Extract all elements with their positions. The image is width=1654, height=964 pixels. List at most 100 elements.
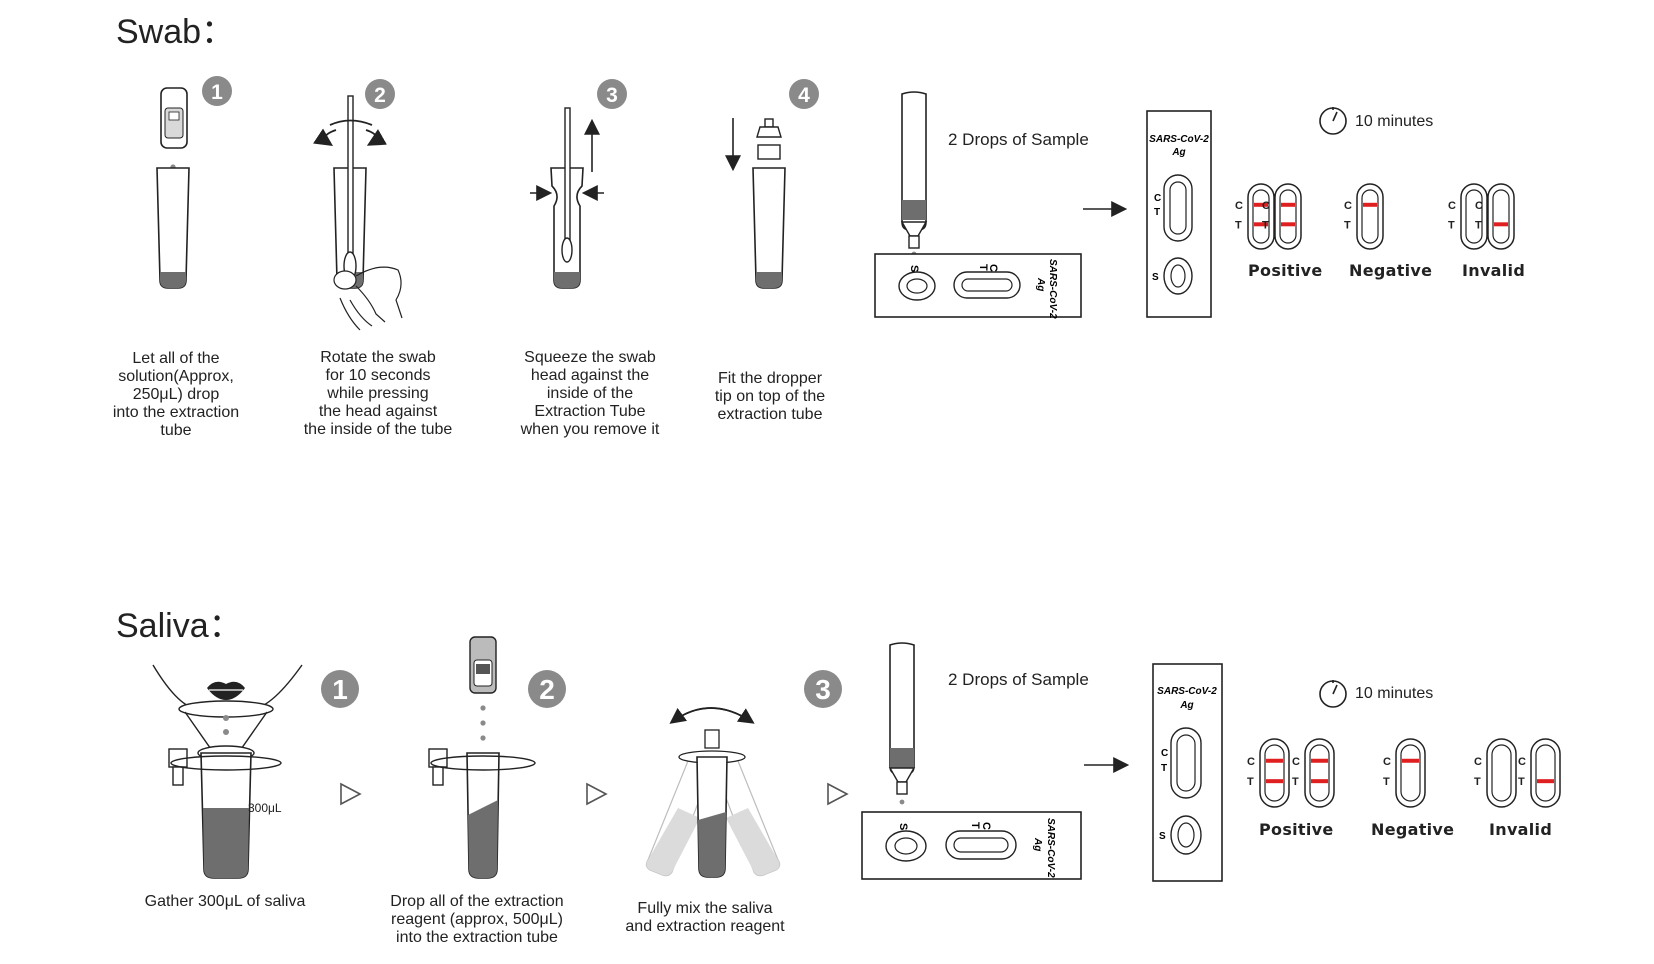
- positive-window-1: CT: [1247, 738, 1290, 808]
- cassette-s-label: S: [1159, 831, 1166, 842]
- window-c-label: C: [1344, 200, 1352, 212]
- step-badge-2: 2: [528, 670, 566, 708]
- cassette-s-label: S: [897, 823, 909, 830]
- saliva-timer-label: 10 minutes: [1355, 685, 1434, 702]
- step-badge-4: 4: [789, 79, 819, 109]
- next-step-arrow-icon: [586, 782, 608, 806]
- swab-step-2-number: 2: [374, 84, 386, 107]
- reagent-bottle-icon: [160, 87, 188, 149]
- saliva-result-negative-label: Negative: [1371, 820, 1455, 839]
- invalid-window-1: CT: [1448, 183, 1488, 250]
- dropper-bottle-icon: [888, 642, 916, 805]
- swab-step-1-illustration: 1: [156, 76, 232, 289]
- saliva-step-3-caption: Fully mix the saliva and extraction reag…: [625, 900, 785, 935]
- swab-timer-icon: [1319, 107, 1347, 135]
- cassette-brand-sublabel: Ag: [1032, 837, 1043, 851]
- negative-window: CT: [1344, 183, 1384, 250]
- window-c-label: C: [1262, 200, 1270, 212]
- collection-tube-icon: [678, 729, 746, 878]
- control-line-mark: [1311, 758, 1328, 763]
- swab-step-4-number: 4: [798, 84, 810, 107]
- extraction-tube-icon: [752, 167, 786, 289]
- test-line-mark: [1281, 222, 1295, 227]
- control-line-mark: [1363, 202, 1377, 207]
- saliva-step-3-illustration: 3: [645, 670, 849, 878]
- positive-window-2: CT: [1262, 183, 1302, 250]
- cassette-brand-label: SARS-CoV-2: [1149, 134, 1209, 145]
- swab-apply-sample-illustration: S T C SARS-CoV-2 Ag: [874, 91, 1128, 319]
- test-line-mark: [1254, 222, 1268, 227]
- window-t-label: T: [1262, 219, 1269, 231]
- invalid-window-2: CT: [1475, 183, 1515, 250]
- window-t-label: T: [1383, 776, 1390, 788]
- window-c-label: C: [1474, 756, 1482, 768]
- swab-stick-icon: [561, 107, 573, 263]
- lips-icon: [207, 681, 245, 700]
- step-badge-2: 2: [365, 79, 395, 109]
- control-line-mark: [1254, 202, 1268, 207]
- swab-step-4-caption: Fit the dropper tip on top of the extrac…: [714, 370, 826, 423]
- next-step-arrow-icon: [340, 782, 362, 806]
- window-c-label: C: [1448, 200, 1456, 212]
- cassette-c-label: C: [1161, 748, 1168, 759]
- cassette-brand-sublabel: Ag: [1035, 277, 1046, 291]
- window-t-label: T: [1292, 776, 1299, 788]
- swab-step-1-caption: Let all of the solution(Approx, 250μL) d…: [112, 350, 240, 439]
- saliva-step-1-caption: Gather 300μL of saliva: [144, 893, 306, 910]
- window-c-label: C: [1235, 200, 1243, 212]
- window-t-label: T: [1344, 219, 1351, 231]
- rotate-arrow-icon: [313, 119, 387, 146]
- swab-timer-label: 10 minutes: [1355, 113, 1434, 130]
- cassette-brand-label: SARS-CoV-2: [1047, 259, 1058, 319]
- test-cassette-horizontal: S T C SARS-CoV-2 Ag: [874, 253, 1082, 319]
- swab-title: Swab：: [116, 13, 236, 51]
- shake-arrow-icon: [669, 707, 755, 724]
- control-line-mark: [1402, 758, 1419, 763]
- swab-step-1-number: 1: [211, 81, 223, 104]
- test-line-mark: [1266, 779, 1283, 784]
- control-line-mark: [1266, 758, 1283, 763]
- step-badge-1: 1: [202, 76, 232, 106]
- invalid-window-2: CT: [1518, 738, 1561, 808]
- cassette-c-label: C: [987, 264, 999, 272]
- saliva-drops: [223, 715, 229, 735]
- swab-step-3-number: 3: [606, 84, 618, 107]
- cassette-t-label: T: [1154, 207, 1160, 218]
- cassette-t-label: T: [1161, 763, 1167, 774]
- swab-result-negative-label: Negative: [1349, 261, 1433, 280]
- extraction-tube-icon: [156, 167, 190, 289]
- window-t-label: T: [1235, 219, 1242, 231]
- cassette-t-label: T: [969, 822, 981, 829]
- saliva-apply-sample-illustration: S T C SARS-CoV-2 Ag: [861, 642, 1130, 880]
- saliva-result-invalid-label: Invalid: [1489, 820, 1553, 839]
- swab-result-positive-label: Positive: [1248, 261, 1323, 280]
- window-c-label: C: [1292, 756, 1300, 768]
- negative-window: CT: [1383, 738, 1426, 808]
- cassette-c-label: C: [980, 822, 992, 830]
- collection-tube-icon: [428, 748, 536, 879]
- cassette-s-label: S: [1152, 272, 1159, 283]
- reagent-bottle-icon: [469, 636, 497, 741]
- positive-window-1: CT: [1235, 183, 1275, 250]
- hand-icon: [333, 266, 403, 331]
- window-t-label: T: [1475, 219, 1482, 231]
- saliva-step-1-number: 1: [332, 674, 348, 705]
- saliva-result-positive-label: Positive: [1259, 820, 1334, 839]
- test-line-mark: [1537, 779, 1554, 784]
- swab-step-2-illustration: 2: [313, 79, 403, 331]
- collection-tube-icon: [168, 745, 282, 879]
- saliva-step-1-illustration: 300μL 1: [152, 664, 362, 879]
- saliva-timer-icon: [1319, 680, 1347, 708]
- saliva-title: Saliva：: [116, 607, 243, 645]
- test-line-mark: [1311, 779, 1328, 784]
- swab-result-invalid-label: Invalid: [1462, 261, 1526, 280]
- next-step-arrow-icon: [827, 782, 849, 806]
- cassette-t-label: T: [977, 264, 989, 271]
- saliva-drops-label: 2 Drops of Sample: [948, 670, 1089, 689]
- window-c-label: C: [1518, 756, 1526, 768]
- saliva-step-3-number: 3: [815, 674, 831, 705]
- window-t-label: T: [1474, 776, 1481, 788]
